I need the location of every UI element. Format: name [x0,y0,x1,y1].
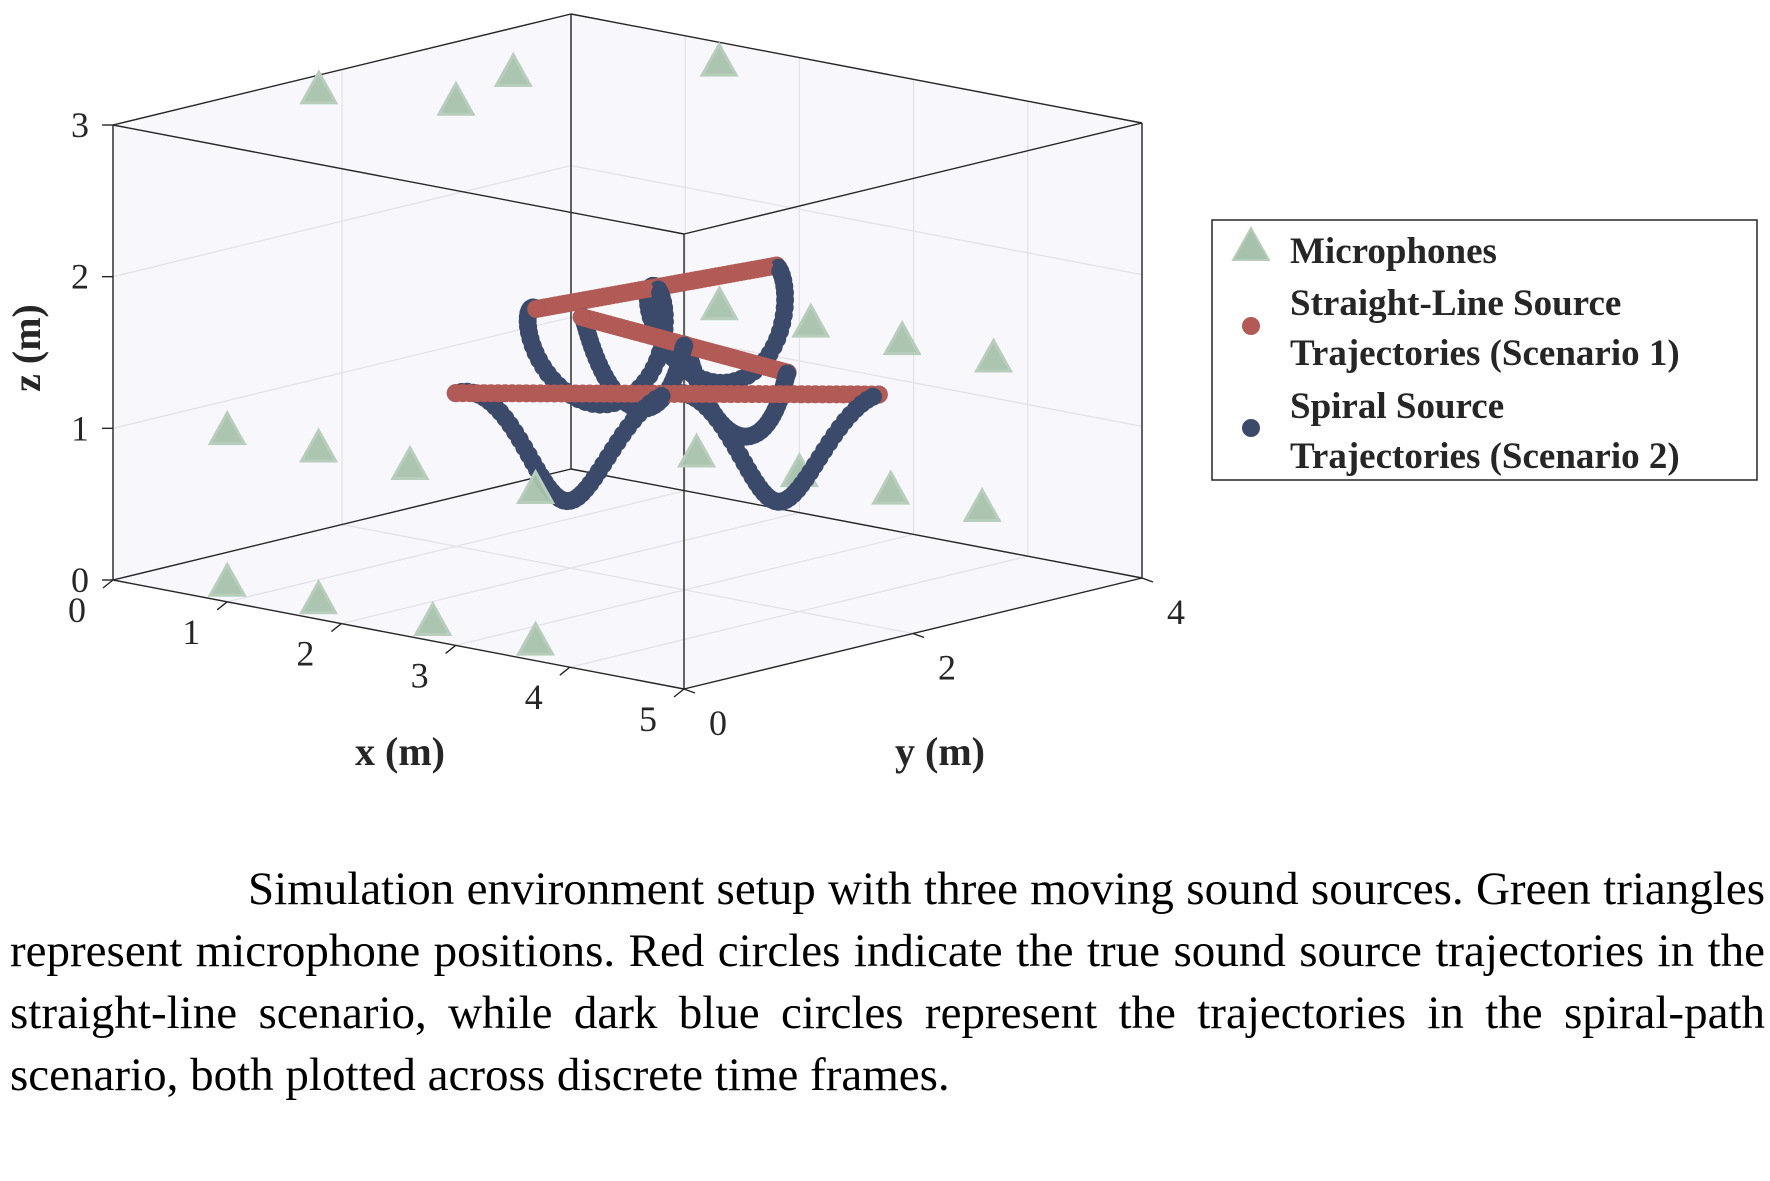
microphone-marker [962,486,1002,523]
trajectory-3d-chart: 0 1 2 3 4 5 0 2 4 0 1 2 3 x (m) y (m) z (m) Micropho… [4,13,1758,774]
z-tick-label: 3 [71,105,89,145]
x-tick-label: 2 [296,634,314,674]
spiral-trajectory-point [644,359,663,378]
axis-frame-edge [570,468,1143,579]
legend-straight-marker [1242,317,1260,335]
microphone-marker [871,469,911,505]
legend-item-straight-line-1: Straight-Line Source [1290,283,1621,324]
microphone-marker [677,432,717,468]
spiral-trajectory-point [810,448,829,467]
z-axis-label: z (m) [4,304,49,392]
figure-caption: Simulation environment setup with three … [10,863,1765,1101]
y-tick-label: 4 [1167,592,1185,632]
microphone-marker [299,579,339,615]
microphone-marker [791,302,831,338]
legend-box [1211,219,1758,481]
microphone-marker [413,600,453,637]
legend-microphone-marker [1231,225,1271,261]
x-tick-label: 5 [639,699,657,739]
microphone-marker [390,444,430,480]
legend-item-spiral-1: Spiral Source [1290,386,1504,427]
z-tick-label: 0 [71,560,89,600]
axis-frame-edge [570,13,1143,124]
legend: Microphones Straight-Line Source Traject… [1211,219,1758,481]
z-tick-label: 1 [71,408,89,448]
x-tick-mark [445,644,457,654]
spiral-trajectory-point [764,337,783,356]
microphone-marker [699,41,739,77]
x-tick-mark [216,601,228,611]
y-tick-mark [1141,577,1154,583]
microphone-marker [436,80,476,116]
axis-frame-edge [112,579,685,690]
microphone-marker [516,468,556,504]
grid-line-z [112,316,572,429]
microphone-marker [493,51,533,87]
microphone-marker [516,620,556,656]
spiral-trajectory-point [763,406,782,425]
z-tick-label: 2 [71,257,89,297]
spiral-trajectory-point [598,448,617,467]
legend-item-microphones: Microphones [1290,231,1497,272]
y-tick-label: 0 [709,703,727,743]
grid-line-z [112,165,572,278]
microphone-marker [699,285,739,321]
microphone-marker [973,337,1014,373]
axis-frame-edge [112,13,572,126]
microphone-marker [299,69,339,105]
microphone-marker [299,427,339,463]
x-tick-label: 0 [68,590,86,630]
y-tick-label: 2 [938,648,956,688]
x-tick-mark [559,666,571,676]
y-tick-mark [912,632,925,639]
microphone-marker [207,561,247,597]
x-tick-mark [673,688,685,698]
legend-item-straight-line-2: Trajectories (Scenario 1) [1290,333,1680,374]
axis-ticks: 0 1 2 3 4 5 0 2 4 0 1 2 3 [68,105,1185,743]
axis-frame-edge [112,124,685,235]
legend-spiral-marker [1242,419,1260,437]
legend-item-spiral-2: Trajectories (Scenario 2) [1290,436,1680,477]
straight-trajectory-point [572,308,591,327]
y-axis-label: y (m) [895,729,985,774]
axis-frame-edge [683,122,1143,235]
axis-box-frame [112,13,1143,690]
x-axis-label: x (m) [355,729,445,774]
x-tick-label: 1 [182,612,200,652]
grid-line-y [341,523,914,635]
straight-trajectory-point [527,299,546,318]
x-tick-label: 4 [525,677,543,717]
grid-line-z [570,165,1143,276]
x-tick-label: 3 [411,655,429,695]
microphone-marker [882,319,922,356]
axis-frame-edge [112,468,572,581]
data-marks [207,41,1014,656]
x-tick-mark [102,579,114,589]
microphone-marker [207,409,247,446]
x-tick-mark [330,623,342,633]
back-pane-xz [571,14,1142,578]
y-tick-mark [683,688,696,694]
